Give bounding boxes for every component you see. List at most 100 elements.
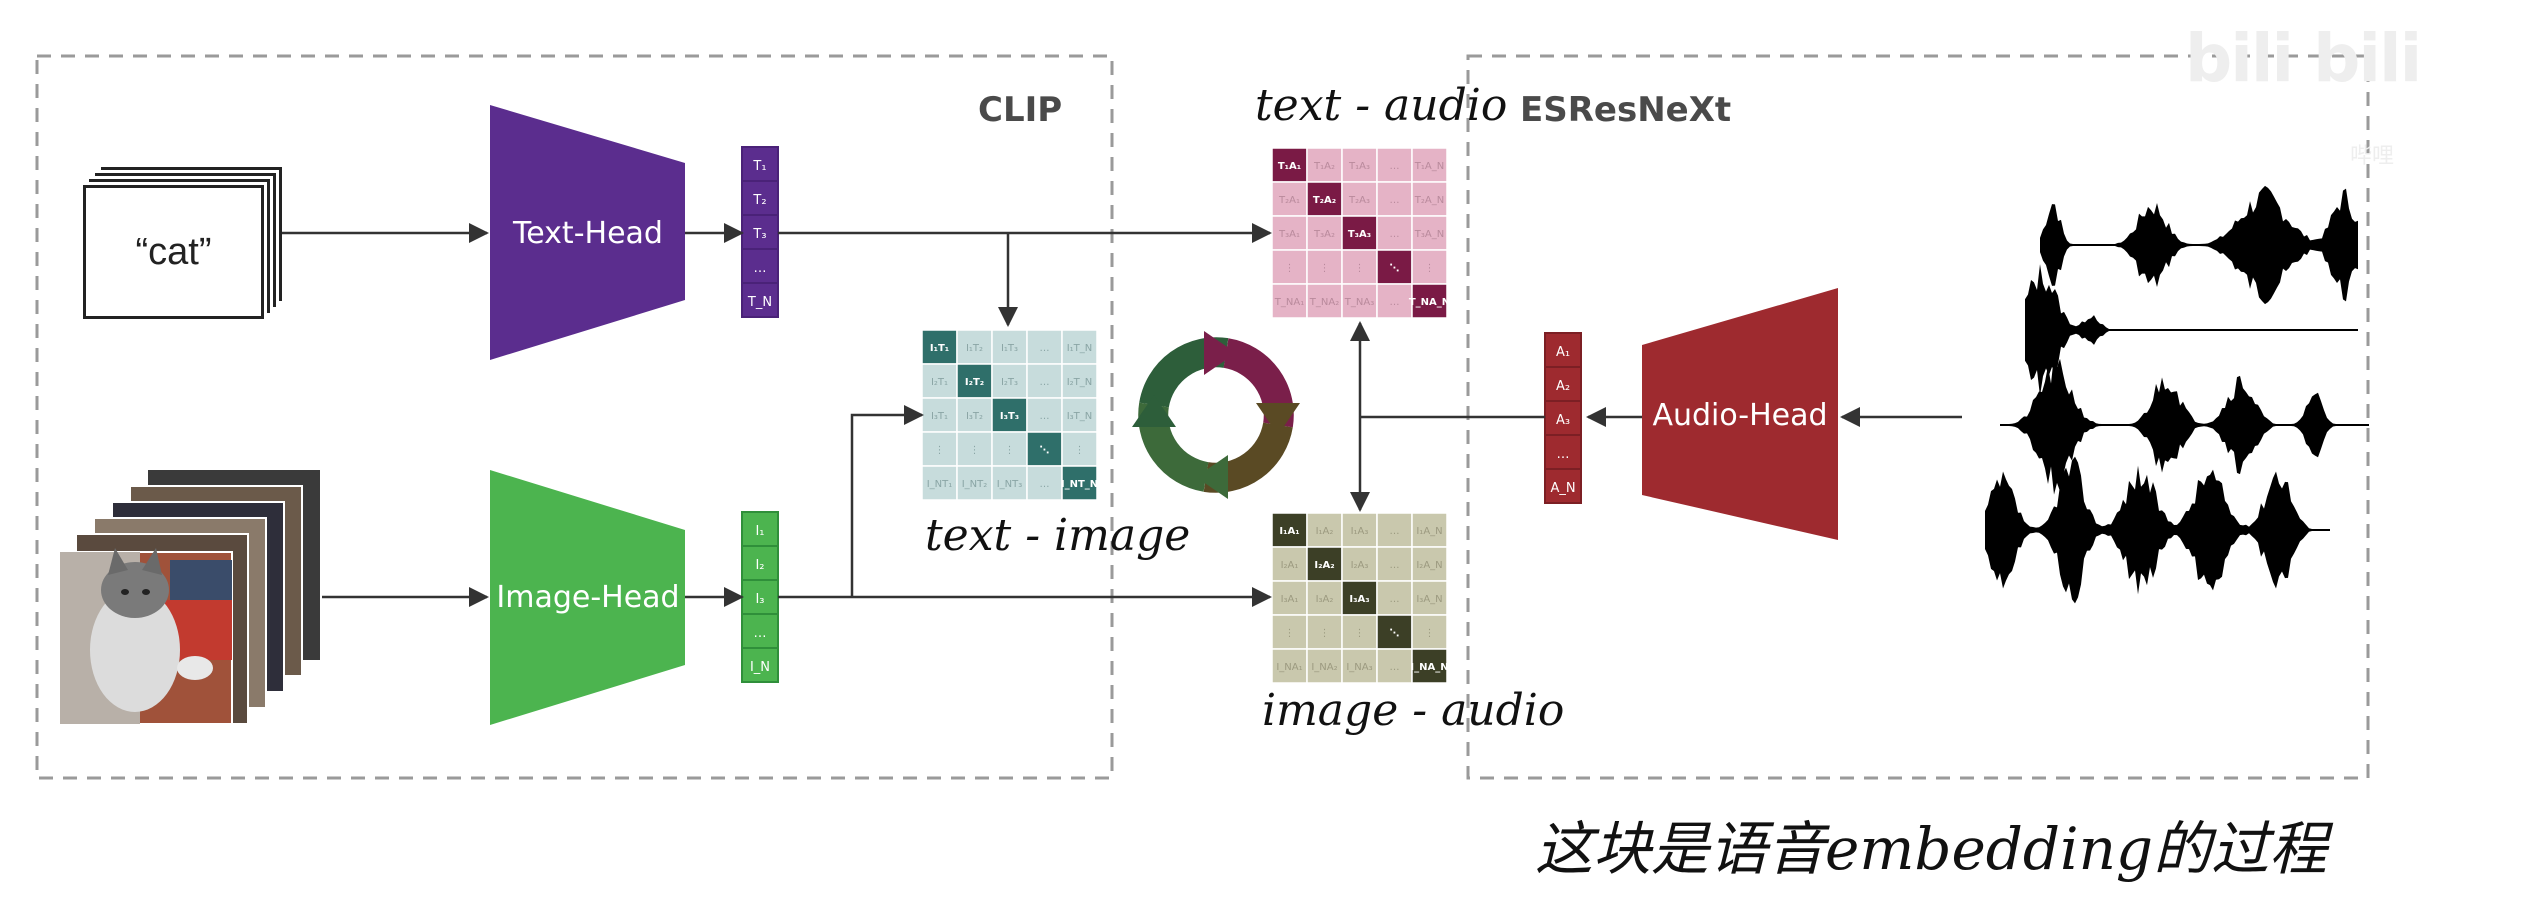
matrix-cell bbox=[1306, 249, 1343, 285]
matrix-cell bbox=[956, 363, 993, 399]
matrix-cell-label: I_NA₂ bbox=[1311, 662, 1337, 673]
matrix-cell bbox=[1411, 215, 1448, 251]
matrix-cell bbox=[1411, 147, 1448, 183]
matrix-cell bbox=[1271, 249, 1308, 285]
matrix-cell-label: I₂A₁ bbox=[1281, 560, 1299, 571]
image-embedding-label: … bbox=[754, 626, 767, 641]
matrix-cell bbox=[1306, 147, 1343, 183]
audio-embedding-cell bbox=[1544, 332, 1582, 368]
matrix-cell-label: T₁A₃ bbox=[1348, 161, 1370, 172]
image-embedding-label: I_N bbox=[750, 660, 770, 675]
matrix-cell-label: I₂T₃ bbox=[1001, 377, 1018, 388]
matrix-cell-label: I₂T_N bbox=[1067, 377, 1093, 388]
matrix-cell-label: T_NA₂ bbox=[1309, 297, 1339, 308]
matrix-cell bbox=[921, 329, 958, 365]
matrix-cell-label: ⋮ bbox=[1005, 445, 1015, 456]
matrix-cell-label: T₃A_N bbox=[1414, 229, 1444, 240]
matrix-cell-label: T₁A₁ bbox=[1278, 161, 1301, 172]
arrow-image-to-text-image bbox=[850, 405, 924, 597]
matrix-cell bbox=[1376, 283, 1413, 319]
text-embedding-label: T_N bbox=[747, 295, 772, 310]
refresh-cycle-icon bbox=[1132, 331, 1300, 499]
text-embedding-cell bbox=[741, 180, 779, 216]
matrix-cell bbox=[1026, 465, 1063, 501]
matrix-cell bbox=[1341, 215, 1378, 251]
bilibili-watermark: bili bili bbox=[2185, 20, 2422, 97]
matrix-cell bbox=[1061, 363, 1098, 399]
matrix-cell-label: I₃T₂ bbox=[966, 411, 983, 422]
matrix-cell bbox=[1061, 329, 1098, 365]
matrix-cell-label: I₁T_N bbox=[1067, 343, 1093, 354]
matrix-cell-label: I₃T_N bbox=[1067, 411, 1093, 422]
matrix-cell-label: … bbox=[1040, 411, 1050, 422]
matrix-cell-label: ⋮ bbox=[1425, 628, 1435, 639]
cat-text-input: “cat” bbox=[83, 185, 264, 319]
matrix-cell-label: ⋱ bbox=[1390, 628, 1400, 639]
matrix-cell bbox=[991, 397, 1028, 433]
matrix-cell bbox=[1411, 512, 1448, 548]
matrix-cell-label: I₂T₁ bbox=[931, 377, 948, 388]
matrix-cell bbox=[1341, 580, 1378, 616]
matrix-cell-label: T₂A₃ bbox=[1348, 195, 1370, 206]
matrix-cell-label: I₃T₁ bbox=[931, 411, 948, 422]
text-embedding-cell bbox=[741, 146, 779, 182]
matrix-cell-label: I₁A₃ bbox=[1351, 526, 1369, 537]
matrix-cell-label: … bbox=[1040, 343, 1050, 354]
audio-head: Audio-Head bbox=[1642, 288, 1838, 540]
matrix-cell-label: I₂A₃ bbox=[1351, 560, 1369, 571]
waveform-track bbox=[2000, 355, 2369, 495]
matrix-cell-label: I_NT_N bbox=[1061, 479, 1098, 490]
flow-arrows bbox=[275, 223, 1962, 607]
matrix-cell-label: ⋮ bbox=[1355, 263, 1365, 274]
text-embedding-label: T₂ bbox=[752, 193, 766, 208]
matrix-cell-label: … bbox=[1390, 297, 1400, 308]
matrix-cell-label: T₂A₁ bbox=[1278, 195, 1300, 206]
audio-embedding-cell bbox=[1544, 434, 1582, 470]
matrix-cell bbox=[1341, 249, 1378, 285]
text-embedding-label: … bbox=[754, 261, 767, 276]
matrix-cell-label: T₃A₂ bbox=[1313, 229, 1335, 240]
matrix-cell-label: … bbox=[1390, 195, 1400, 206]
image-embedding-column: I₁ I₂ I₃ … I_N bbox=[741, 511, 779, 683]
matrix-cell-label: I_NT₁ bbox=[927, 479, 953, 490]
audio-embedding-label: A_N bbox=[1550, 481, 1575, 496]
matrix-cell-label: T₁A_N bbox=[1414, 161, 1444, 172]
matrix-cell-label: ⋮ bbox=[1285, 263, 1295, 274]
matrix-cell-label: ⋮ bbox=[1320, 263, 1330, 274]
image-head: Image-Head bbox=[490, 470, 685, 725]
matrix-cell-label: T₃A₁ bbox=[1278, 229, 1300, 240]
annotation-bottom-note: 这块是语音embedding的过程 bbox=[1535, 815, 2328, 883]
matrix-cell-label: I₃A₃ bbox=[1349, 594, 1369, 605]
image-embedding-cell bbox=[741, 545, 779, 581]
audio-embedding-label: A₂ bbox=[1556, 379, 1570, 394]
matrix-cell-label: I₃A_N bbox=[1416, 594, 1442, 605]
audio-head-label: Audio-Head bbox=[1652, 398, 1827, 433]
matrix-cell bbox=[1026, 363, 1063, 399]
matrix-cell bbox=[1061, 465, 1098, 501]
text-embedding-label: T₃ bbox=[752, 227, 766, 242]
audio-embedding-label: … bbox=[1557, 447, 1570, 462]
clip-title: CLIP bbox=[978, 90, 1063, 130]
image-embedding-label: I₂ bbox=[755, 558, 764, 573]
matrix-cell-label: … bbox=[1390, 161, 1400, 172]
matrix-cell-label: … bbox=[1390, 594, 1400, 605]
image-embedding-label: I₁ bbox=[755, 524, 764, 539]
matrix-cell-label: T₁A₂ bbox=[1313, 161, 1335, 172]
image-embedding-cell bbox=[741, 613, 779, 649]
matrix-cell-label: T_NA₃ bbox=[1344, 297, 1374, 308]
matrix-cell bbox=[1411, 614, 1448, 650]
matrix-cell-label: T_NA₁ bbox=[1274, 297, 1304, 308]
image-embedding-label: I₃ bbox=[755, 592, 764, 607]
matrix-cell-label: I_NT₃ bbox=[997, 479, 1023, 490]
matrix-cell bbox=[1341, 648, 1378, 684]
matrix-cell bbox=[1271, 283, 1308, 319]
text-head-label: Text-Head bbox=[512, 216, 663, 251]
matrix-cell bbox=[1341, 283, 1378, 319]
audio-embedding-label: A₃ bbox=[1556, 413, 1570, 428]
matrix-cell-label: T₂A_N bbox=[1414, 195, 1444, 206]
